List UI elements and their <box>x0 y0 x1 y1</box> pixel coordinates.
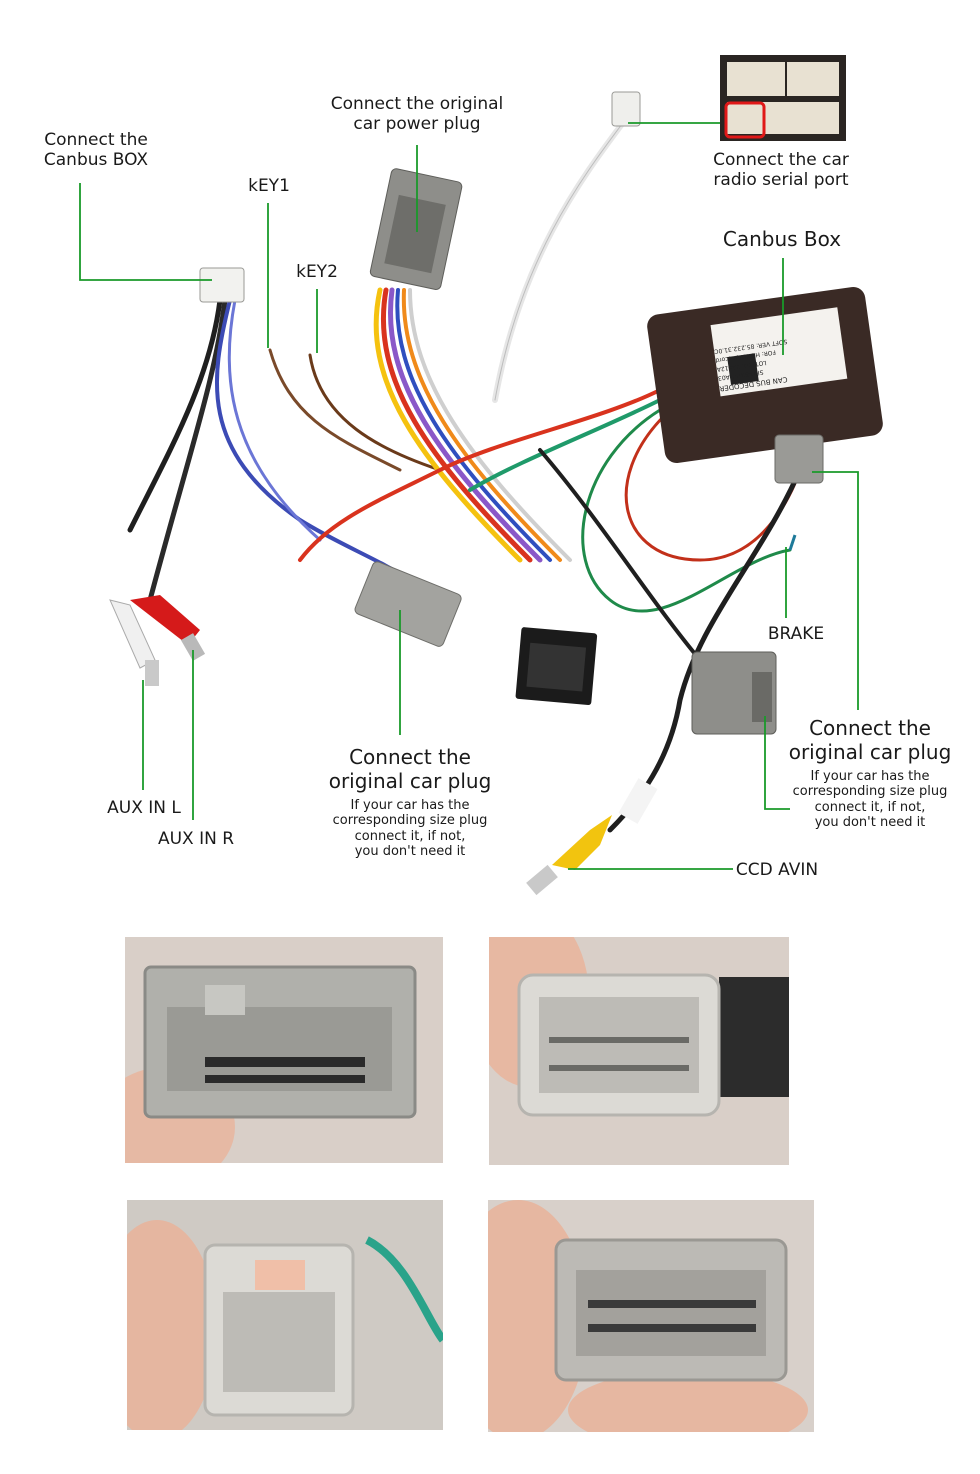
photo-small-plug-closeup <box>127 1200 443 1430</box>
aux-r-label: AUX IN R <box>157 829 235 849</box>
left-plug-note-line4: you don't need it <box>354 843 466 859</box>
left-plug-note-line2: corresponding size plug <box>332 813 488 829</box>
left-original-plug-label: Connect the original car plug If your ca… <box>322 745 498 859</box>
power-plug-label: Connect the original car power plug <box>326 94 508 135</box>
canbus-box-connect-line2: Canbus BOX <box>43 150 149 171</box>
black-16pin-connector <box>515 627 598 706</box>
canbus-box-connect-line1: Connect the <box>44 130 148 150</box>
brake-label: BRAKE <box>767 624 825 644</box>
leader-canbus-box <box>79 183 212 281</box>
left-plug-title-line1: Connect the <box>349 745 471 769</box>
leader-right-plug <box>812 471 859 710</box>
power-plug <box>369 168 463 291</box>
key2-label: kEY2 <box>296 262 338 282</box>
right-plug-title-line1: Connect the <box>809 716 931 740</box>
aux-rca-plugs <box>109 595 206 686</box>
aux-l-label: AUX IN L <box>107 798 181 818</box>
canbus-box-connector <box>199 267 245 303</box>
left-plug-note-line3: connect it, if not, <box>354 828 466 844</box>
left-plug-title-line2: original car plug <box>328 769 492 793</box>
left-plug-note-line1: If your car has the <box>350 798 470 813</box>
wiring-diagram: CAN BUS DECODER SRD-BRH-HA03 LOT/NO: 2A6… <box>79 55 883 896</box>
key1-label: kEY1 <box>248 176 290 196</box>
ccd-avin-label: CCD AVIN <box>735 860 819 880</box>
photo-wide-plug-closeup <box>488 1200 814 1432</box>
wire-bundle <box>127 117 803 833</box>
canbus-box-label: Canbus Box <box>722 227 842 251</box>
serial-port-inset-photo <box>720 55 846 141</box>
canbus-box-connect-label: Connect the Canbus BOX <box>38 130 154 171</box>
serial-port-highlight <box>724 101 766 139</box>
right-plug-note-line2: corresponding size plug <box>792 784 948 800</box>
ccd-rca-plug <box>526 778 658 896</box>
right-plug-note-line1: If your car has the <box>810 769 930 784</box>
leader-right-plug-bottom <box>764 716 790 810</box>
right-plug-title-line2: original car plug <box>788 740 952 764</box>
leader-lines <box>79 122 859 870</box>
canbus-decoder-box: CAN BUS DECODER SRD-BRH-HA03 LOT/NO: 2A6… <box>647 286 883 464</box>
brake-wire-tip <box>788 534 797 551</box>
serial-port-connector <box>611 91 641 127</box>
serial-port-line1: Connect the car <box>713 150 849 170</box>
right-original-plug <box>691 651 777 735</box>
decoder-small-plug <box>774 434 824 484</box>
power-plug-line1: Connect the original <box>330 94 504 114</box>
serial-port-line2: radio serial port <box>713 170 849 191</box>
qr-code <box>727 353 759 385</box>
photo-power-plug-closeup <box>125 937 443 1163</box>
left-original-plug <box>354 561 462 647</box>
photo-white-plug-closeup <box>489 937 789 1165</box>
power-plug-line2: car power plug <box>353 114 481 135</box>
right-original-plug-label: Connect the original car plug If your ca… <box>782 716 958 830</box>
right-plug-note-line3: connect it, if not, <box>814 799 926 815</box>
serial-port-label: Connect the car radio serial port <box>706 150 856 191</box>
right-plug-note-line4: you don't need it <box>814 814 926 830</box>
